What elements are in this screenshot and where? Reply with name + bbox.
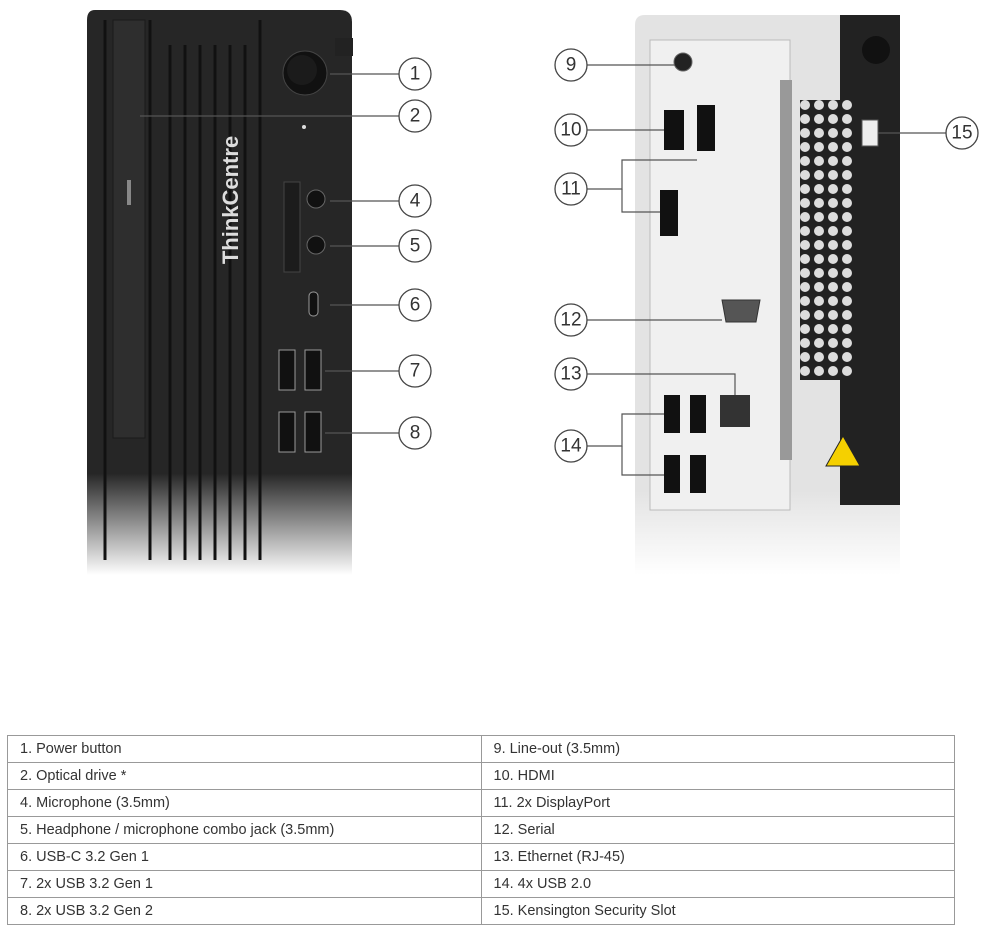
serial-port — [721, 299, 761, 323]
usb-ports-front — [278, 349, 322, 453]
legend-item: 14. 4x USB 2.0 — [480, 870, 955, 898]
legend-item: 8. 2x USB 3.2 Gen 2 — [7, 897, 482, 925]
svg-text:8: 8 — [410, 423, 421, 444]
callout-7: 7 — [398, 354, 432, 388]
line-out-jack — [673, 52, 693, 72]
svg-text:13: 13 — [560, 364, 581, 385]
callout-6: 6 — [398, 288, 432, 322]
svg-text:14: 14 — [560, 436, 582, 457]
legend-item: 13. Ethernet (RJ-45) — [480, 843, 955, 871]
legend-item: 4. Microphone (3.5mm) — [7, 789, 482, 817]
optical-drive — [112, 19, 146, 439]
svg-text:1: 1 — [410, 64, 421, 85]
kensington-slot — [861, 119, 879, 147]
callout-12: 12 — [554, 303, 588, 337]
legend-item: 5. Headphone / microphone combo jack (3.… — [7, 816, 482, 844]
microphone-jack — [306, 189, 326, 209]
svg-text:15: 15 — [951, 123, 972, 144]
legend-item: 9. Line-out (3.5mm) — [480, 735, 955, 763]
rear-view — [635, 15, 900, 575]
callout-4: 4 — [398, 184, 432, 218]
callout-5: 5 — [398, 229, 432, 263]
legend-item: 12. Serial — [480, 816, 955, 844]
table-row: 5. Headphone / microphone combo jack (3.… — [7, 816, 955, 844]
warning-icon — [825, 434, 861, 467]
combo-jack — [306, 235, 326, 255]
callout-2: 2 — [398, 99, 432, 133]
callout-8: 8 — [398, 416, 432, 450]
legend-item: 6. USB-C 3.2 Gen 1 — [7, 843, 482, 871]
callout-1: 1 — [398, 57, 432, 91]
legend-item: 11. 2x DisplayPort — [480, 789, 955, 817]
displayport-1 — [697, 105, 715, 151]
svg-text:2: 2 — [410, 106, 421, 127]
svg-text:7: 7 — [410, 361, 421, 382]
svg-text:12: 12 — [560, 310, 581, 331]
front-view: ThinkCentre — [87, 10, 353, 575]
svg-text:11: 11 — [561, 179, 581, 200]
brand-logo: ThinkCentre — [218, 136, 243, 264]
svg-text:6: 6 — [410, 295, 421, 316]
usb-c-port — [308, 291, 319, 317]
svg-text:4: 4 — [410, 191, 421, 212]
svg-text:5: 5 — [410, 236, 421, 257]
table-row: 2. Optical drive *10. HDMI — [7, 762, 955, 790]
callout-11: 11 — [554, 172, 588, 206]
legend-item: 1. Power button — [7, 735, 482, 763]
usb-ports-rear — [664, 395, 706, 493]
table-row: 4. Microphone (3.5mm)11. 2x DisplayPort — [7, 789, 955, 817]
callout-13: 13 — [554, 357, 588, 391]
callout-14: 14 — [554, 429, 588, 463]
port-diagram: ThinkCentre — [87, 10, 979, 575]
legend-item: 2. Optical drive * — [7, 762, 482, 790]
legend-item: 15. Kensington Security Slot — [480, 897, 955, 925]
legend-item: 10. HDMI — [480, 762, 955, 790]
svg-text:10: 10 — [560, 120, 581, 141]
callout-9: 9 — [554, 48, 588, 82]
hdmi-port — [664, 110, 684, 150]
callout-15: 15 — [945, 116, 979, 150]
legend-item: 7. 2x USB 3.2 Gen 1 — [7, 870, 482, 898]
displayport-2 — [660, 190, 678, 236]
callout-10: 10 — [554, 113, 588, 147]
ethernet-port — [720, 395, 750, 427]
svg-text:9: 9 — [566, 55, 577, 76]
